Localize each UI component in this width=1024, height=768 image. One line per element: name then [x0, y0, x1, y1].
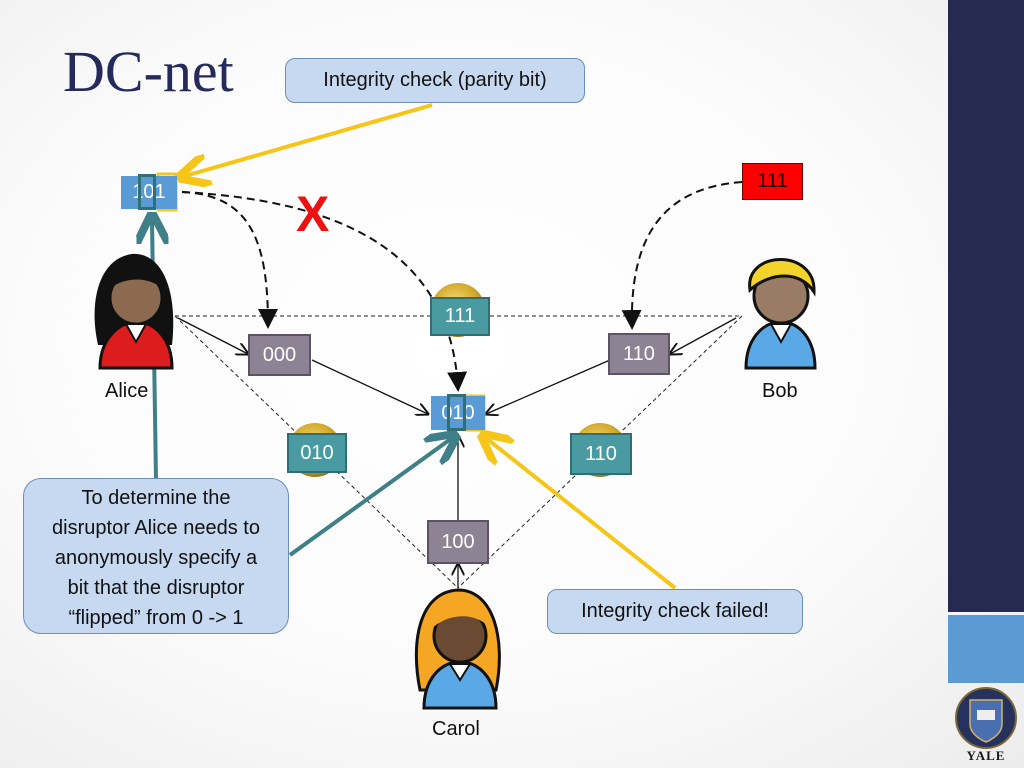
alice-flipped-bit-marker [138, 174, 156, 210]
disruptor-callout-line: disruptor Alice needs to [52, 517, 260, 539]
parity-callout: Integrity check (parity bit) [285, 58, 585, 103]
sidebar-blue-band [948, 615, 1024, 683]
result-flipped-bit-marker [447, 394, 466, 431]
sidebar-dark-bar [948, 0, 1024, 612]
alice-label: Alice [105, 380, 149, 402]
yale-shield-icon [955, 687, 1017, 749]
slide-title: DC-net [63, 39, 234, 104]
result-box: 010 [431, 396, 485, 430]
carol-label: Carol [432, 718, 480, 740]
disruptor-callout: To determine the disruptor Alice needs t… [23, 478, 289, 634]
carol-xor-box: 100 [427, 520, 489, 564]
alice-bob-coin-box: 111 [430, 297, 490, 336]
integrity-failed-callout: Integrity check failed! [547, 589, 803, 634]
person-bob-icon [744, 258, 817, 370]
alice-xor-box: 000 [248, 334, 311, 376]
yellow-arrows [185, 103, 677, 590]
bob-xor-box: 110 [608, 333, 670, 375]
disruptor-callout-line: To determine the [81, 487, 231, 509]
bob-label: Bob [762, 380, 798, 402]
xor-arrows [177, 317, 737, 588]
dashed-arrows [181, 181, 743, 392]
disruptor-callout-line: anonymously specify a [54, 547, 258, 569]
bob-carol-coin-box: 110 [570, 433, 632, 475]
person-alice-icon [94, 253, 174, 370]
disruptor-callout-line: bit that the disruptor [67, 577, 245, 599]
alice-carol-coin-box: 010 [287, 433, 347, 473]
blocked-mark: X [296, 186, 330, 242]
person-carol-icon [414, 588, 501, 710]
bob-message-box: 111 [742, 163, 803, 200]
yale-logo-text: YALE [966, 748, 1006, 763]
disruptor-callout-line: “flipped” from 0 -> 1 [68, 607, 244, 629]
